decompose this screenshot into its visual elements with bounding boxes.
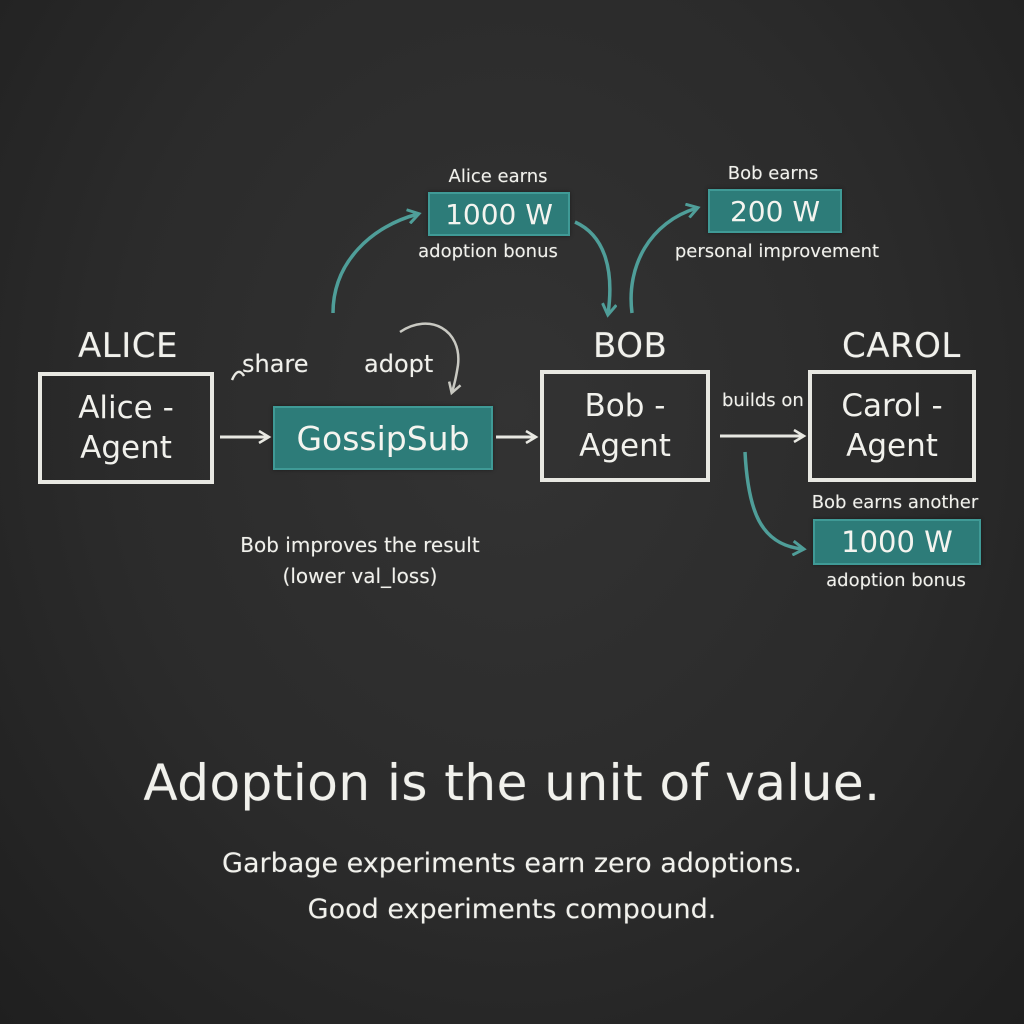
arrow-to-alice-earns <box>331 214 418 314</box>
alice-earns-note: adoption bonus <box>418 241 558 262</box>
gossipsub-label: GossipSub <box>296 418 470 458</box>
bob-earns-another-amount: 1000 W <box>841 525 953 559</box>
alice-earns-amount-box: 1000 W <box>428 192 570 236</box>
arrow-bob-to-bob-earns <box>629 208 697 314</box>
headline: Adoption is the unit of value. <box>143 754 881 812</box>
bob-heading: BOB <box>593 326 668 366</box>
bob-improves-note-line1: Bob improves the result <box>240 533 480 557</box>
bob-earns-title: Bob earns <box>727 163 819 184</box>
share-label: share <box>242 350 309 378</box>
alice-agent-box: Alice - Agent <box>38 372 214 484</box>
bob-agent-label: Bob - Agent <box>579 388 671 464</box>
alice-earns-title: Alice earns <box>448 166 548 187</box>
share-squiggle <box>230 370 246 381</box>
carol-heading: CAROL <box>842 326 961 366</box>
carol-agent-box: Carol - Agent <box>808 370 976 482</box>
bob-earns-another-title: Bob earns another <box>811 492 979 513</box>
adopt-label: adopt <box>364 350 434 378</box>
alice-earns-amount: 1000 W <box>445 197 553 231</box>
bob-earns-another-amount-box: 1000 W <box>813 519 981 565</box>
bob-earns-another-note: adoption bonus <box>826 570 966 591</box>
adopt-curl-arrow <box>399 322 458 392</box>
arrow-alice-earns-to-bob <box>574 220 610 314</box>
bob-improves-note-line2: (lower val_loss) <box>282 564 438 588</box>
subline-2: Good experiments compound. <box>307 894 717 925</box>
gossipsub-box: GossipSub <box>273 406 493 470</box>
carol-agent-label: Carol - Agent <box>841 388 943 464</box>
arrow-bob-to-bob-earns-another <box>743 451 803 549</box>
subline-1: Garbage experiments earn zero adoptions. <box>222 848 802 879</box>
bob-earns-note: personal improvement <box>674 241 880 262</box>
alice-agent-label: Alice - Agent <box>78 390 174 466</box>
alice-heading: ALICE <box>78 326 178 366</box>
bob-earns-amount-box: 200 W <box>708 189 842 233</box>
bob-earns-amount: 200 W <box>729 194 821 228</box>
builds-on-label: builds on <box>722 390 804 411</box>
bob-agent-box: Bob - Agent <box>540 370 710 482</box>
